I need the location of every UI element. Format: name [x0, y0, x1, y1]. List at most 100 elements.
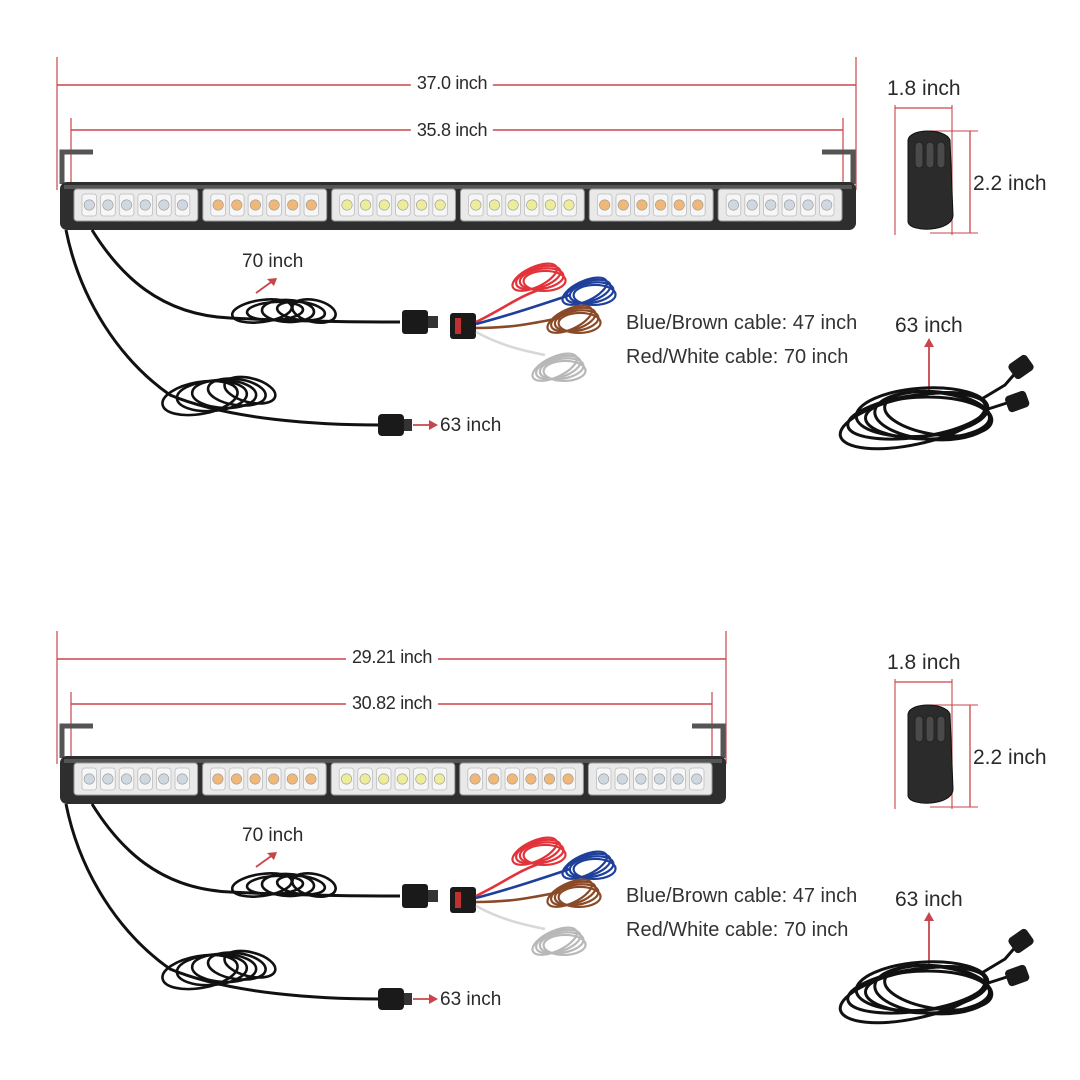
- power-cable-arrow-head: [267, 278, 277, 286]
- led-segment-5: [587, 762, 713, 796]
- remote-cable-length-label: 63 inch: [440, 989, 502, 1010]
- power-cable: [90, 803, 617, 957]
- extension-cable-lead-lower: [984, 400, 1011, 412]
- led-chip: [397, 199, 409, 211]
- extension-cable-arrow: [924, 338, 934, 392]
- led-chip: [655, 199, 667, 211]
- led-chip: [121, 199, 133, 211]
- extension-cable-lead-lower: [984, 974, 1011, 986]
- connector-plug-icon: [402, 310, 428, 334]
- extension-cable-length-label: 63 inch: [895, 888, 963, 911]
- power-cable: [90, 229, 617, 383]
- led-chip: [802, 199, 814, 211]
- extension-cable: [838, 338, 1034, 451]
- led-chip: [158, 773, 170, 785]
- remote-width-label: 1.8 inch: [887, 77, 961, 100]
- led-chip: [526, 199, 538, 211]
- remote-cable-coil-loop: [206, 951, 267, 981]
- led-chip: [231, 199, 243, 211]
- red-wire-lead: [475, 860, 546, 898]
- power-cable-line: [90, 229, 401, 324]
- left-mount-bracket: [59, 149, 93, 184]
- led-chip: [653, 773, 666, 785]
- led-chip: [102, 199, 114, 211]
- remote-button-icon: [936, 141, 946, 169]
- remote-cable-line: [64, 803, 381, 1001]
- led-chip: [563, 199, 575, 211]
- power-cable-length-label: 70 inch: [242, 251, 304, 272]
- led-chip: [673, 199, 685, 211]
- led-chip: [616, 773, 628, 785]
- light-bar: [60, 756, 726, 804]
- led-chip: [617, 199, 629, 211]
- extension-cable-arrow: [924, 912, 934, 966]
- led-chip: [672, 773, 684, 785]
- remote-cable-length-label: 63 inch: [440, 415, 502, 436]
- power-cable-arrow: [255, 278, 277, 294]
- remote-button-icon: [936, 715, 946, 743]
- extension-cable-arrow-head: [924, 912, 934, 921]
- power-cable-coil-loop: [260, 298, 316, 324]
- led-segment-2: [202, 762, 327, 796]
- white-wire-lead: [475, 330, 546, 357]
- light-bar-top-edge: [64, 759, 722, 763]
- led-chip: [543, 773, 556, 785]
- wire-harness: [475, 262, 617, 383]
- power-cable-length-label: 70 inch: [242, 825, 304, 846]
- connector-plug-icon: [402, 884, 428, 908]
- light-bar: [60, 182, 856, 230]
- led-chip: [691, 773, 703, 785]
- led-chip: [469, 773, 481, 785]
- led-chip: [635, 773, 647, 785]
- led-segment-1: [73, 188, 199, 222]
- power-cable-line: [90, 803, 401, 898]
- led-chip: [212, 199, 224, 211]
- led-chip: [176, 199, 189, 211]
- remote-cable-arrow: [413, 420, 438, 430]
- led-chip: [488, 199, 500, 211]
- led-chip: [341, 199, 353, 211]
- extension-cable: [838, 912, 1034, 1025]
- white-wire-coil: [542, 933, 587, 957]
- led-chip: [507, 199, 519, 211]
- led-chip: [286, 773, 298, 785]
- blue-wire-coil: [572, 283, 617, 307]
- led-segment-2: [202, 188, 328, 222]
- led-chip: [305, 773, 317, 785]
- extension-cable-coil-loop: [883, 964, 994, 1012]
- overall-length-label: 29.21 inch: [345, 648, 439, 666]
- remote-button-icon: [925, 141, 935, 169]
- power-cable-coil-loop: [291, 872, 337, 898]
- power-cable-coil-loop: [275, 300, 327, 322]
- led-chip: [525, 773, 537, 785]
- led-chip: [378, 773, 390, 785]
- led-chip: [139, 773, 151, 785]
- red-wire-lead: [475, 286, 546, 324]
- led-segment-3: [331, 188, 456, 222]
- right-mount-bracket: [822, 149, 856, 184]
- remote-height-label: 2.2 inch: [973, 746, 1047, 769]
- overall-length-label: 37.0 inch: [410, 74, 494, 92]
- brown-wire-coil: [557, 885, 602, 909]
- led-chip: [249, 199, 261, 211]
- led-chip: [727, 199, 740, 211]
- led-segment-3: [330, 762, 456, 796]
- remote-control: [894, 679, 978, 809]
- power-cable-coil-loop: [260, 872, 316, 898]
- extension-cable-arrow-head: [924, 338, 934, 347]
- panel-bottom-drawing: [56, 631, 1034, 1025]
- led-segment-6: [717, 188, 843, 222]
- blue-wire-lead: [475, 293, 571, 326]
- remote-height-label: 2.2 inch: [973, 172, 1047, 195]
- connector-plug-tip: [428, 890, 438, 902]
- connector-socket-latch: [455, 318, 461, 334]
- blue-wire-lead: [475, 867, 571, 900]
- white-wire-coil: [542, 359, 587, 383]
- blue-wire-coil: [572, 857, 617, 881]
- remote-connector-tip: [404, 419, 412, 431]
- led-chip: [636, 199, 648, 211]
- cable-note-red-white: Red/White cable: 70 inch: [626, 346, 849, 368]
- led-chip: [470, 199, 482, 211]
- remote-cable: [64, 803, 438, 1010]
